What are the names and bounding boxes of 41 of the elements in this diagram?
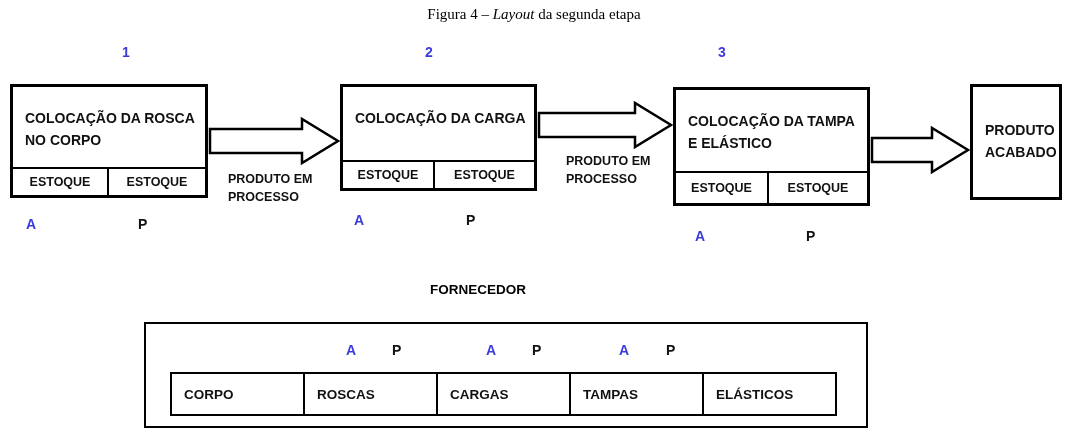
marker-letter: 3 [718, 44, 726, 60]
process-box [673, 87, 870, 206]
process-label: COLOCAÇÃO DA CARGA [355, 109, 527, 128]
material-label: TAMPAS [569, 372, 704, 416]
marker-letter: A [26, 216, 37, 232]
marker-letter: P [532, 342, 542, 358]
edge-label: PRODUTO EM PROCESSO [228, 171, 314, 206]
process-box [10, 84, 208, 198]
block-arrow [537, 100, 674, 150]
marker-letter: P [466, 212, 476, 228]
marker-letter: A [354, 212, 365, 228]
marker-letter: P [806, 228, 816, 244]
marker-letter: P [666, 342, 676, 358]
marker-letter: 1 [122, 44, 130, 60]
figure-title: Figura 4 – Layout da segunda etapa [426, 6, 642, 23]
marker-letter: A [619, 342, 630, 358]
block-arrow [208, 116, 341, 166]
edge-label: PRODUTO EM PROCESSO [566, 153, 652, 188]
stock-label: ESTOQUE [769, 171, 867, 203]
material-label: CORPO [170, 372, 305, 416]
panel-heading: FORNECEDOR [430, 282, 526, 297]
marker-letter: P [392, 342, 402, 358]
stock-label: ESTOQUE [676, 171, 769, 203]
process-label: COLOCAÇÃO DA TAMPA E ELÁSTICO [688, 112, 856, 153]
process-box [340, 84, 537, 191]
marker-letter: A [346, 342, 357, 358]
block-arrow [870, 125, 971, 175]
material-label: CARGAS [436, 372, 571, 416]
stock-label: ESTOQUE [435, 160, 534, 188]
stock-label: ESTOQUE [109, 167, 205, 195]
process-label: PRODUTO ACABADO [985, 121, 1055, 162]
material-label: ELÁSTICOS [702, 372, 837, 416]
marker-letter: 2 [425, 44, 433, 60]
marker-letter: P [138, 216, 148, 232]
material-label: ROSCAS [303, 372, 438, 416]
stock-label: ESTOQUE [343, 160, 435, 188]
stock-label: ESTOQUE [13, 167, 109, 195]
process-label: COLOCAÇÃO DA ROSCA NO CORPO [25, 109, 196, 150]
marker-letter: A [486, 342, 497, 358]
process-box [970, 84, 1062, 200]
marker-letter: A [695, 228, 706, 244]
